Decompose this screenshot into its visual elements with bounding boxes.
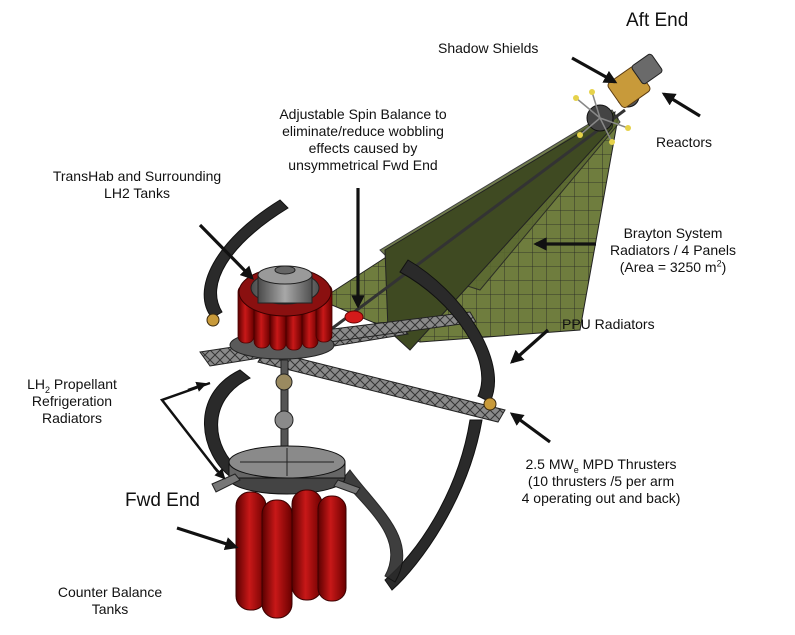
lh2-propellant-label: LH2 Propellant Refrigeration Radiators bbox=[10, 376, 134, 427]
fwd-end-label: Fwd End bbox=[125, 490, 200, 511]
lh2-suffix: Propellant bbox=[49, 376, 117, 392]
brayton-area-exponent: 2 bbox=[716, 258, 722, 269]
reactor-assembly bbox=[573, 53, 663, 145]
brayton-line-3: (Area = 3250 m2) bbox=[598, 259, 748, 276]
mpd-line-2: (10 thrusters /5 per arm bbox=[527, 473, 675, 489]
brayton-line-1: Brayton System bbox=[623, 225, 723, 241]
counter-balance-line-1: Counter Balance bbox=[57, 584, 163, 600]
transhab-tanks bbox=[229, 265, 335, 360]
brayton-line-2: Radiators / 4 Panels bbox=[609, 242, 737, 258]
lh2-line-1: LH2 Propellant bbox=[10, 376, 134, 395]
brayton-area-text: (Area = 3250 m bbox=[619, 259, 717, 275]
spin-balance-line-2: eliminate/reduce wobbling bbox=[282, 123, 444, 139]
transhab-line-1: TransHab and Surrounding bbox=[52, 168, 222, 184]
transhab-label: TransHab and Surrounding LH2 Tanks bbox=[42, 168, 232, 202]
spin-balance-label: Adjustable Spin Balance to eliminate/red… bbox=[265, 106, 461, 174]
callout-arrows bbox=[176, 56, 701, 551]
counter-balance-label: Counter Balance Tanks bbox=[40, 584, 180, 618]
aft-end-label: Aft End bbox=[626, 10, 689, 31]
lh2-prefix: LH bbox=[27, 376, 45, 392]
transhab-line-2: LH2 Tanks bbox=[104, 185, 170, 201]
brayton-area-close: ) bbox=[721, 259, 727, 275]
ppu-radiators-label: PPU Radiators bbox=[562, 316, 655, 332]
mpd-suffix: MPD Thrusters bbox=[578, 456, 677, 472]
mpd-prefix: 2.5 MW bbox=[525, 456, 574, 472]
mpd-line-1: 2.5 MWe MPD Thrusters bbox=[498, 456, 704, 475]
spin-balance-line-4: unsymmetrical Fwd End bbox=[288, 157, 438, 173]
lh2-line-3: Radiators bbox=[42, 410, 102, 426]
mpd-subscript: e bbox=[573, 464, 579, 475]
curved-radiators bbox=[203, 199, 495, 591]
mpd-thrusters bbox=[206, 313, 497, 411]
brayton-label: Brayton System Radiators / 4 Panels (Are… bbox=[598, 225, 748, 276]
counter-balance-tanks bbox=[235, 489, 347, 619]
lh2-bracket bbox=[159, 381, 226, 480]
forward-platform bbox=[211, 445, 361, 495]
mpd-line-3: 4 operating out and back) bbox=[521, 490, 681, 506]
lh2-line-2: Refrigeration bbox=[31, 393, 113, 409]
spin-balance-mass bbox=[344, 310, 364, 324]
spin-balance-line-1: Adjustable Spin Balance to bbox=[279, 106, 447, 122]
shadow-shields-label: Shadow Shields bbox=[438, 40, 539, 56]
central-spine bbox=[274, 359, 294, 461]
reactors-label: Reactors bbox=[656, 134, 713, 150]
lh2-subscript: 2 bbox=[44, 384, 50, 395]
spin-balance-line-3: effects caused by bbox=[308, 140, 418, 156]
counter-balance-line-2: Tanks bbox=[91, 601, 129, 617]
mpd-thrusters-label: 2.5 MWe MPD Thrusters (10 thrusters /5 p… bbox=[498, 456, 704, 507]
